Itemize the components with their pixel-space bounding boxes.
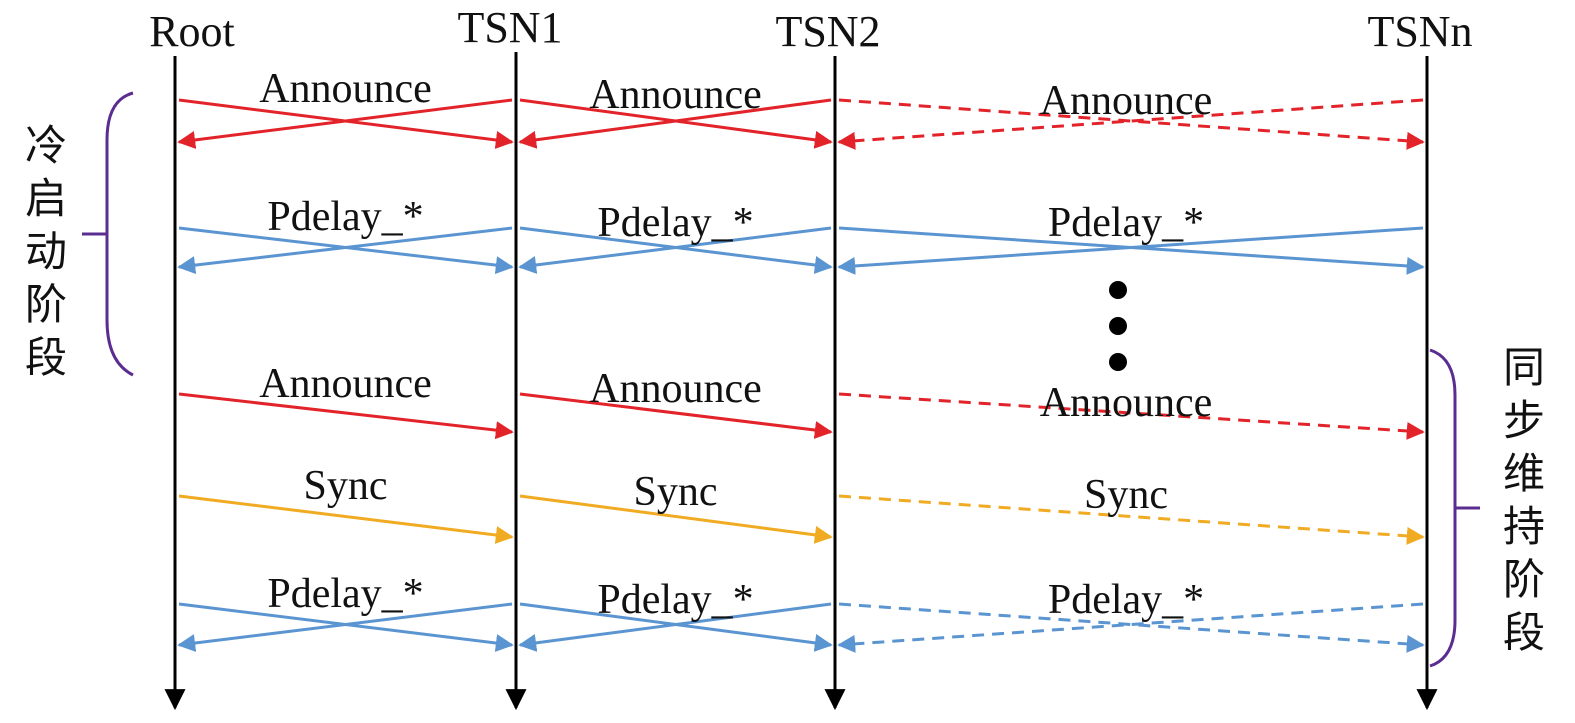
pdelay-message-arrow	[837, 226, 1424, 275]
message-label: Announce	[259, 361, 432, 407]
sync-message-arrow	[178, 494, 514, 544]
pdelay-message-arrow	[177, 602, 513, 652]
announce-message-arrow	[518, 98, 832, 149]
message-label: Sync	[304, 463, 388, 509]
message-label: Announce	[1040, 78, 1213, 124]
announce-message-arrow	[519, 392, 833, 439]
node-label-root: Root	[149, 7, 235, 56]
message-label: Pdelay_*	[267, 194, 423, 240]
message-label: Sync	[634, 469, 718, 515]
maintenance-phase-label: 同步维持阶段	[1503, 343, 1545, 657]
cold-start-brace	[82, 91, 134, 377]
sync-message-arrow	[519, 494, 833, 544]
message-label: Pdelay_*	[267, 571, 423, 617]
message-label: Announce	[589, 72, 762, 118]
pdelay-message-arrow	[518, 602, 832, 652]
pdelay-message-arrow	[838, 602, 1425, 653]
message-label: Sync	[1084, 472, 1168, 518]
cold-start-phase-label: 冷启动阶段	[25, 121, 67, 382]
announce-message-arrow	[837, 98, 1424, 150]
message-label: Announce	[259, 66, 432, 112]
message-label: Pdelay_*	[597, 200, 753, 246]
message-label: Announce	[589, 366, 762, 412]
message-label: Pdelay_*	[597, 577, 753, 623]
sync-message-arrow	[838, 494, 1425, 545]
message-label: Pdelay_*	[1048, 577, 1204, 623]
announce-message-arrow	[838, 392, 1425, 440]
announce-message-arrow	[838, 98, 1425, 150]
announce-message-arrow	[178, 392, 514, 440]
ellipsis-dot	[1109, 317, 1127, 335]
node-label-tsn1: TSN1	[457, 3, 562, 52]
ellipsis-dot	[1109, 353, 1127, 371]
pdelay-message-arrow	[518, 226, 832, 274]
node-label-tsn2: TSN2	[775, 7, 880, 56]
pdelay-message-arrow	[837, 602, 1424, 653]
message-label: Pdelay_*	[1048, 200, 1204, 246]
maintenance-brace	[1429, 348, 1480, 668]
node-label-tsnn: TSNn	[1367, 7, 1472, 56]
message-label: Announce	[1040, 380, 1213, 426]
announce-message-arrow	[177, 98, 513, 149]
ellipsis-dot	[1109, 281, 1127, 299]
pdelay-message-arrow	[177, 226, 513, 275]
